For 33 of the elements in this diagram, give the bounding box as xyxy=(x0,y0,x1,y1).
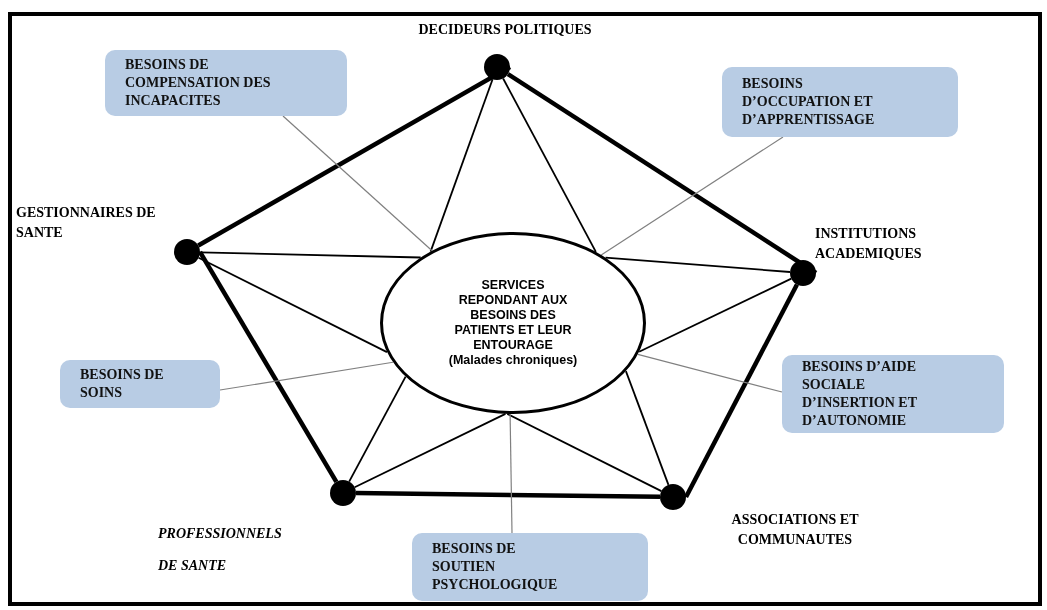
needs-box xyxy=(412,533,648,601)
stakeholder-label: INSTITUTIONS ACADEMIQUES xyxy=(815,225,923,263)
needs-text: BESOINS DE SOINS xyxy=(80,366,165,402)
center-subtitle: (Malades chroniques) xyxy=(448,353,578,368)
connector-line xyxy=(198,250,339,483)
needs-text: BESOINS D’AIDE SOCIALE D’INSERTION ET D’AUTONOMIE xyxy=(802,358,918,430)
connector-line xyxy=(429,78,494,253)
connector-line xyxy=(502,77,597,253)
needs-box xyxy=(105,50,347,116)
connector-line xyxy=(625,370,670,486)
needs-text: BESOINS DE SOUTIEN PSYCHOLOGIQUE xyxy=(432,540,558,594)
needs-text: BESOINS D’OCCUPATION ET D’APPRENTISSAGE xyxy=(742,75,876,129)
stakeholder-label: DECIDEURS POLITIQUES xyxy=(417,21,593,39)
connector-line xyxy=(199,251,422,259)
stakeholder-label: GESTIONNAIRES DE SANTE xyxy=(16,204,156,242)
leader-line xyxy=(282,115,433,252)
connector-line xyxy=(684,283,799,499)
connector-line xyxy=(197,65,512,248)
connector-line xyxy=(348,375,407,483)
stakeholder-label: ASSOCIATIONS ET COMMUNAUTES xyxy=(730,511,860,549)
needs-box xyxy=(782,355,1004,433)
connector-line xyxy=(506,413,663,493)
needs-text: BESOINS DE COMPENSATION DES INCAPACITES xyxy=(125,56,272,110)
connector-line xyxy=(353,412,507,489)
connector-line xyxy=(506,72,818,275)
leader-line xyxy=(509,413,513,534)
connector-line xyxy=(355,490,661,500)
stakeholder-label: PROFESSIONNELS DE SANTE xyxy=(158,525,283,575)
connector-line xyxy=(604,256,791,273)
needs-box xyxy=(60,360,220,408)
needs-box xyxy=(722,67,958,137)
center-title: SERVICES REPONDANT AUX BESOINS DES PATIENTS ET LEUR ENTOURAGE xyxy=(453,278,573,353)
leader-line xyxy=(600,136,784,256)
